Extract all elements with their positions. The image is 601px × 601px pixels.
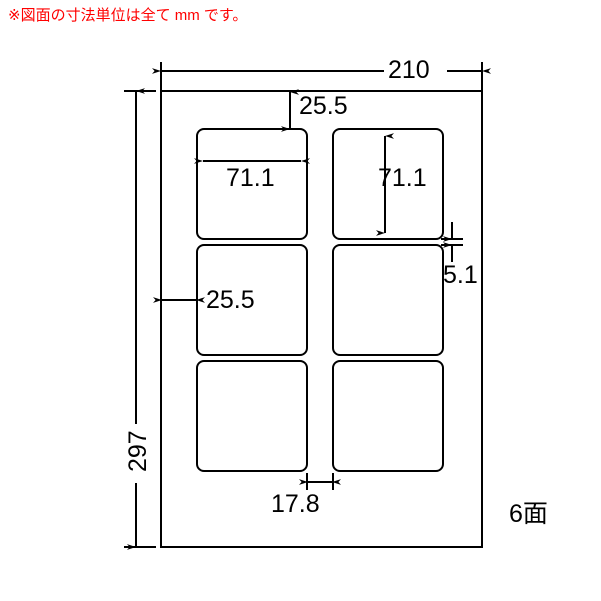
label-cell-r3c2 xyxy=(332,360,444,472)
dim-text-horizontal-gap: 17.8 xyxy=(271,490,320,518)
dim-text-sheet-height: 297 xyxy=(124,430,152,472)
dim-text-label-height: 71.1 xyxy=(378,164,427,192)
dim-text-top-margin: 25.5 xyxy=(299,92,348,120)
label-cell-r2c2 xyxy=(332,244,444,356)
label-cell-r1c1 xyxy=(196,128,308,240)
label-count: 6面 xyxy=(509,500,548,528)
dim-text-label-width: 71.1 xyxy=(226,164,275,192)
dim-text-vertical-gap: 5.1 xyxy=(443,261,478,289)
label-cell-r3c1 xyxy=(196,360,308,472)
dim-text-left-margin: 25.5 xyxy=(206,286,255,314)
dim-text-sheet-width: 210 xyxy=(388,56,430,84)
units-note: ※図面の寸法単位は全て mm です。 xyxy=(8,7,248,24)
